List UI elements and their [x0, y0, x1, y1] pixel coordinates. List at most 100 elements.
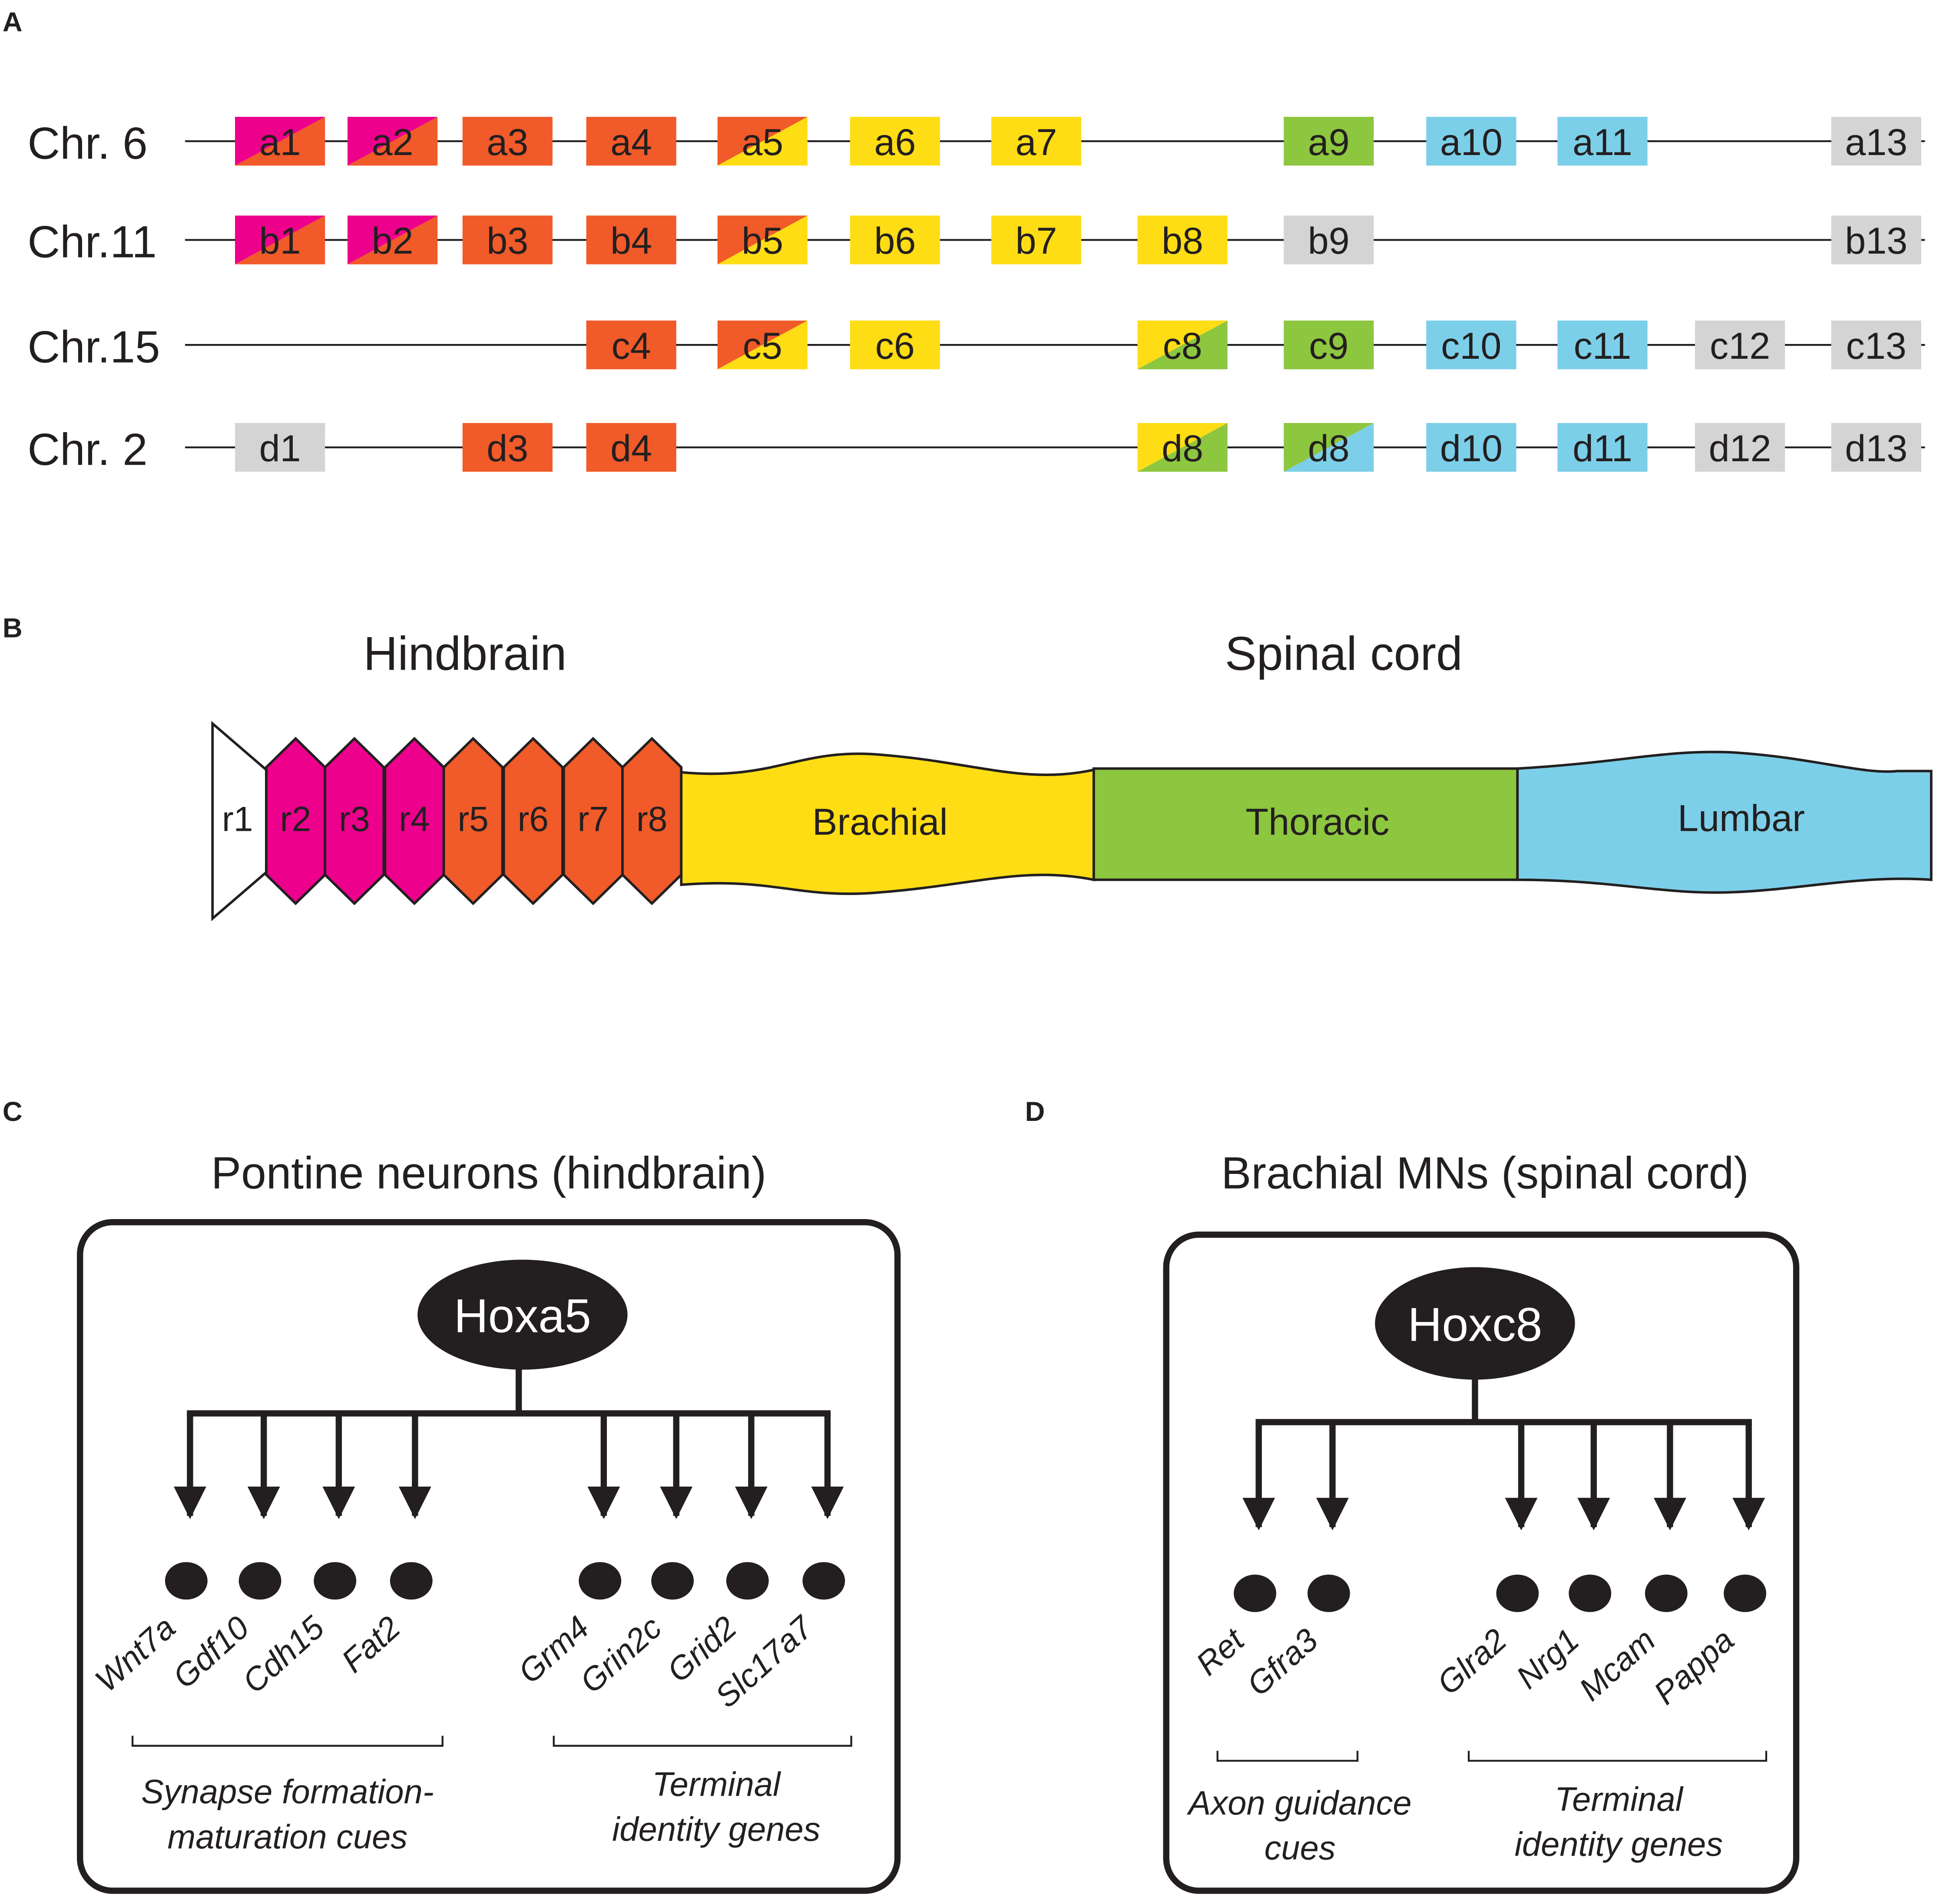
hox-gene-box: c9	[1284, 321, 1374, 370]
panel-d-title: Brachial MNs (spinal cord)	[1221, 1147, 1749, 1198]
axon-guidance-label-line1: Axon guidance	[1187, 1785, 1412, 1822]
hox-gene-box: a2	[348, 117, 438, 166]
hoxc8-node	[1375, 1267, 1575, 1380]
hox-gene-box: c8	[1137, 321, 1228, 370]
target-gene-node	[1645, 1574, 1688, 1612]
hox-gene-label: a6	[874, 122, 916, 163]
hox-gene-box: a9	[1284, 117, 1374, 166]
target-gene-label: Wnt7a	[88, 1609, 182, 1699]
target-gene-node	[1724, 1574, 1766, 1612]
rhombomere-r5-shape	[442, 737, 504, 906]
hox-gene-box: b1	[235, 215, 325, 264]
hox-gene-box: a13	[1831, 117, 1921, 166]
panel-d-label: D	[1025, 1097, 1045, 1127]
thoracic-label: Thoracic	[1245, 801, 1389, 843]
target-gene-node	[726, 1562, 769, 1600]
target-gene-node	[1569, 1574, 1612, 1612]
hox-gene-label: b13	[1845, 220, 1907, 262]
hox-gene-label: b6	[874, 220, 916, 262]
panel-d: D Brachial MNs (spinal cord) Hoxc8 RetGf…	[1025, 1097, 1800, 1894]
hoxa5-label: Hoxa5	[454, 1289, 591, 1342]
hox-gene-box: d1	[235, 423, 325, 472]
hox-gene-box: d11	[1557, 423, 1648, 472]
hox-gene-box: b9	[1284, 215, 1374, 264]
hox-gene-label: c10	[1441, 325, 1501, 367]
hox-gene-label: b9	[1308, 220, 1350, 262]
hox-gene-label: c12	[1710, 325, 1770, 367]
hox-gene-label: c13	[1846, 325, 1907, 367]
panel-b-label: B	[3, 613, 23, 644]
hox-gene-box: d10	[1426, 423, 1516, 472]
spinal-cord-title: Spinal cord	[1225, 627, 1463, 680]
hox-gene-box: c4	[586, 321, 676, 370]
target-gene-node	[1307, 1574, 1350, 1612]
hox-gene-box: b4	[586, 215, 676, 264]
hox-gene-box: c10	[1426, 321, 1516, 370]
hox-gene-label: b4	[610, 220, 652, 262]
panel-d-box	[1163, 1231, 1800, 1894]
axon-guidance-label-line2: cues	[1265, 1830, 1336, 1867]
target-gene-label: Cdh15	[235, 1609, 331, 1700]
target-gene-label: Pappa	[1647, 1621, 1741, 1711]
panel-a-label: A	[3, 7, 23, 37]
target-gene-node	[238, 1562, 281, 1600]
hox-gene-box: c13	[1831, 321, 1921, 370]
hox-gene-label: c6	[875, 325, 915, 367]
hox-gene-box: a7	[991, 117, 1082, 166]
panel-c-title: Pontine neurons (hindbrain)	[211, 1147, 766, 1198]
hox-gene-label: b7	[1015, 220, 1057, 262]
hox-gene-label: d4	[610, 428, 652, 469]
hox-gene-label: a9	[1308, 122, 1350, 163]
hox-gene-label: d8	[1308, 428, 1350, 469]
hox-gene-box: d13	[1831, 423, 1921, 472]
hox-gene-label: d3	[487, 428, 528, 469]
hox-gene-label: a3	[487, 122, 528, 163]
hox-gene-label: b8	[1162, 220, 1203, 262]
target-gene-label: Gfra3	[1240, 1621, 1324, 1703]
panel-c: C Pontine neurons (hindbrain) Hoxa5 Wnt7…	[3, 1097, 901, 1894]
terminal-identity-label-c-line1: Terminal	[652, 1766, 781, 1803]
hox-gene-label: d12	[1708, 428, 1771, 469]
rhombomere-r3-label: r3	[339, 800, 370, 839]
hox-gene-label: a11	[1573, 122, 1632, 163]
hox-gene-label: d8	[1162, 428, 1203, 469]
panel-c-box	[77, 1219, 901, 1894]
hox-gene-box: a5	[717, 117, 808, 166]
hox-gene-label: a7	[1015, 122, 1057, 163]
rhombomere-r6-label: r6	[517, 800, 549, 839]
thoracic-segment-shape	[1092, 767, 1519, 881]
hox-gene-box: a11	[1557, 117, 1648, 166]
hox-gene-box: b6	[850, 215, 940, 264]
synapse-cues-label-line2: maturation cues	[168, 1818, 408, 1856]
terminal-identity-label-d-line2: identity genes	[1515, 1826, 1723, 1863]
chromosome-label: Chr.15	[27, 321, 160, 372]
terminal-identity-label-c-line2: identity genes	[612, 1811, 820, 1848]
hox-gene-box: b8	[1137, 215, 1228, 264]
target-gene-node	[651, 1562, 694, 1600]
rhombomere-r7-label: r7	[578, 800, 609, 839]
hox-gene-box: c12	[1695, 321, 1785, 370]
hox-gene-label: a4	[610, 122, 652, 163]
axon-guidance-bracket	[1216, 1751, 1359, 1762]
hox-gene-label: b5	[742, 220, 783, 262]
target-gene-node	[314, 1562, 357, 1600]
hox-gene-box: d4	[586, 423, 676, 472]
target-gene-node	[802, 1562, 845, 1600]
hox-gene-label: a10	[1440, 122, 1503, 163]
hox-gene-box: a3	[462, 117, 553, 166]
lumbar-label: Lumbar	[1678, 798, 1805, 839]
hox-gene-label: c8	[1163, 325, 1202, 367]
target-gene-label: Gdf10	[166, 1609, 256, 1695]
synapse-cues-label-line1: Synapse formation-	[141, 1773, 434, 1811]
target-gene-node	[1496, 1574, 1539, 1612]
target-gene-node	[165, 1562, 208, 1600]
target-gene-node	[1234, 1574, 1276, 1612]
terminal-identity-bracket-c	[553, 1735, 852, 1747]
